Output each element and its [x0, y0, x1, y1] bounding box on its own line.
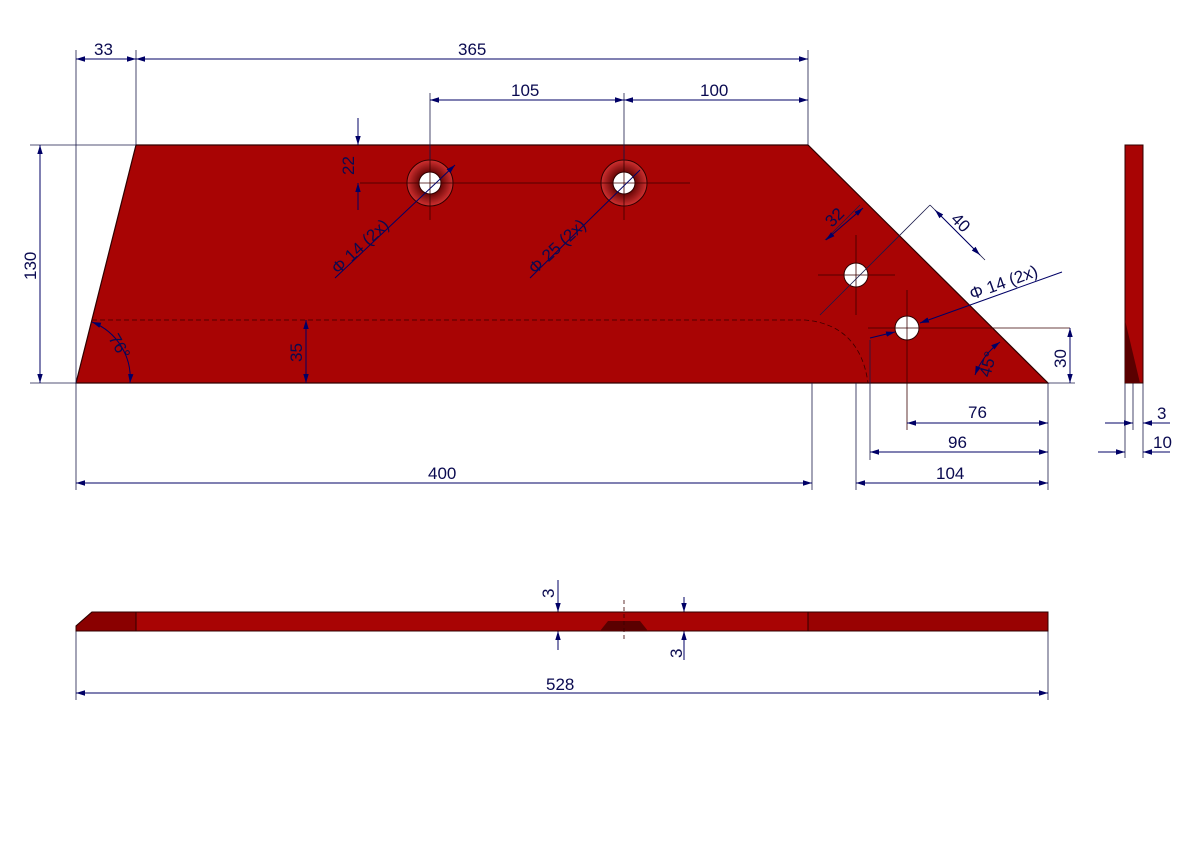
- dim-height: 130: [21, 252, 40, 280]
- dim-76: 76: [968, 403, 987, 422]
- dim-hole-vertical: 22: [339, 156, 358, 175]
- dim-section-bottom: 3: [667, 649, 686, 658]
- dim-top-length: 365: [458, 40, 486, 59]
- dim-hole-to-edge: 100: [700, 81, 728, 100]
- dim-104: 104: [936, 464, 964, 483]
- dim-thickness-10: 10: [1153, 433, 1172, 452]
- plate-side-view: [1124, 144, 1144, 384]
- dim-dashed-height: 35: [287, 343, 306, 362]
- hidden-edge: [92, 319, 869, 384]
- dim-total-length: 528: [546, 675, 574, 694]
- dim-base-length: 400: [428, 464, 456, 483]
- plate-bottom-view: [75, 600, 1049, 640]
- dim-small-holes: Φ 14 (2x): [967, 262, 1040, 304]
- plate-front-view: [75, 144, 1050, 384]
- dim-offset-40: 40: [947, 209, 974, 236]
- dim-96: 96: [948, 433, 967, 452]
- dim-hole-spacing: 105: [511, 81, 539, 100]
- dim-top-offset: 33: [94, 40, 113, 59]
- dim-thickness-3: 3: [1157, 404, 1166, 423]
- dimension-lines: [37, 56, 1170, 696]
- dim-section-top: 3: [539, 589, 558, 598]
- dim-right-height: 30: [1051, 349, 1070, 368]
- centerlines: [360, 150, 1070, 430]
